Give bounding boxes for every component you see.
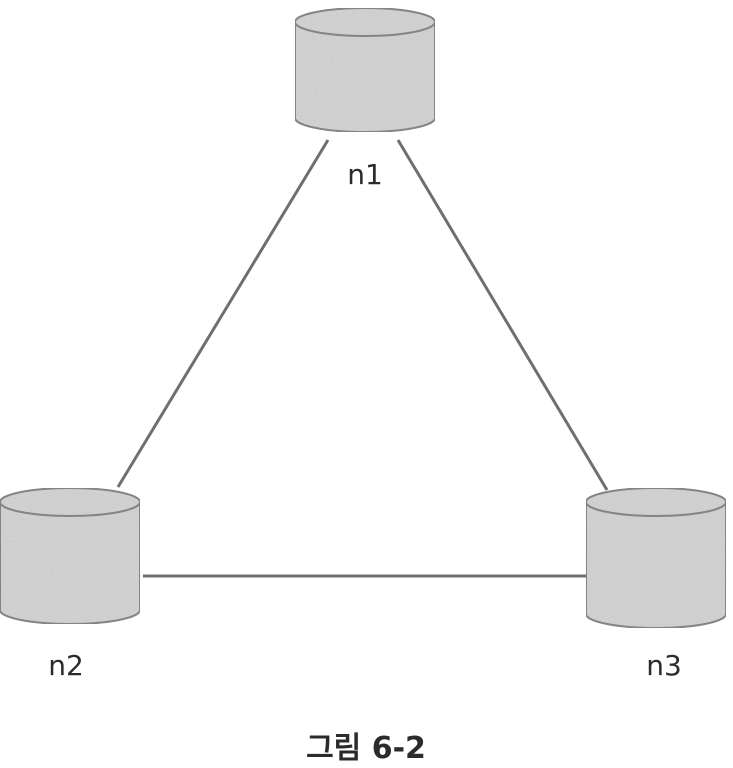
node-label-n1: n1 xyxy=(347,158,383,191)
node-n1: n1 xyxy=(294,7,436,191)
edge-n1-n3 xyxy=(396,139,609,491)
database-icon xyxy=(0,487,141,625)
figure-caption: 그림 6-2 xyxy=(306,731,426,766)
edge-n1-n2 xyxy=(116,139,330,488)
database-icon xyxy=(585,487,727,629)
node-n2: n2 xyxy=(0,487,141,682)
node-label-n3: n3 xyxy=(646,649,682,682)
node-label-n2: n2 xyxy=(48,649,84,682)
database-icon xyxy=(294,7,436,133)
node-n3: n3 xyxy=(585,487,727,682)
